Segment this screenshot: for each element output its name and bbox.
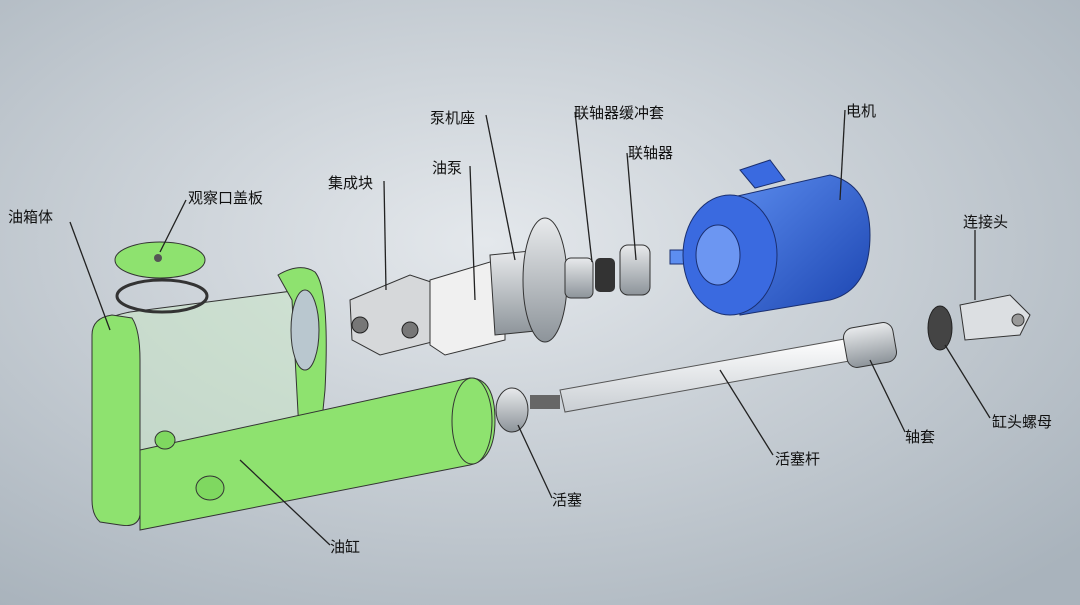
label-coupling: 联轴器: [628, 144, 673, 162]
pump-bracket: [489, 217, 568, 343]
label-cylinder-head-nut: 缸头螺母: [992, 413, 1052, 431]
bushing: [842, 322, 898, 368]
leader-lines: [69, 109, 991, 546]
label-oil-pump: 油泵: [432, 159, 462, 177]
cylinder-head-nut: [927, 305, 953, 351]
label-bushing: 轴套: [905, 428, 935, 446]
label-manifold-block: 集成块: [328, 174, 373, 192]
inspection-cover: [114, 241, 209, 314]
oil-cylinder: [139, 377, 496, 531]
label-pump-bracket: 泵机座: [430, 109, 475, 127]
manifold-block: [349, 274, 441, 356]
coupling-assembly: [564, 244, 651, 299]
label-coupling-buffer: 联轴器缓冲套: [574, 104, 664, 122]
label-piston-rod: 活塞杆: [775, 450, 820, 468]
label-motor: 电机: [846, 102, 876, 120]
label-piston: 活塞: [552, 491, 582, 509]
motor: [669, 159, 871, 316]
piston: [495, 387, 560, 433]
label-connector: 连接头: [963, 213, 1008, 231]
connector: [959, 294, 1031, 341]
label-oil-cylinder: 油缸: [330, 538, 360, 556]
label-tank-body: 油箱体: [8, 208, 53, 226]
label-inspection-cover: 观察口盖板: [188, 189, 263, 207]
